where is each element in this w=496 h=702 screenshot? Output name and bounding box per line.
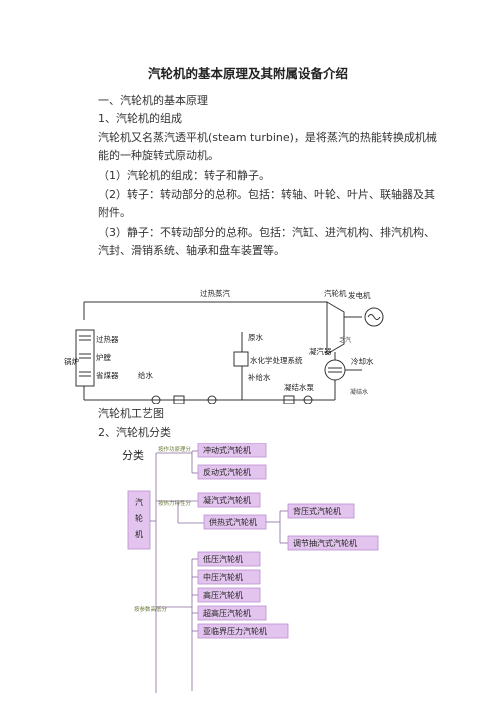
node-low-pressure-label: 低压汽轮机 (203, 554, 243, 564)
node-back-pressure (287, 503, 355, 519)
label-economizer: 省煤器 (96, 370, 119, 380)
deaerator-pump-icon (207, 395, 217, 404)
group3-caption: 按参数高低分 (134, 605, 168, 613)
node-extraction-label: 调节抽汽式汽轮机 (293, 538, 357, 548)
node-back-pressure-label: 背压式汽轮机 (293, 506, 341, 516)
classification-title: 分类 (122, 448, 144, 462)
node-reaction (197, 464, 267, 480)
label-exhaust: 乏汽 (339, 336, 351, 344)
paragraph-definition: 汽轮机又名蒸汽透平机(steam turbine)，是将蒸汽的热能转换成机械能的… (98, 131, 437, 162)
boiler-coils-icon (79, 335, 91, 377)
turbine-shape (326, 301, 345, 355)
root-box (127, 490, 151, 550)
label-condenser: 凝汽器 (309, 346, 332, 356)
label-feed-water: 给水 (138, 370, 153, 380)
node-reaction-label: 反动式汽轮机 (203, 467, 251, 477)
node-low-pressure (197, 551, 261, 567)
node-high-pressure-label: 高压汽轮机 (203, 590, 243, 600)
water-treatment-box (233, 351, 249, 367)
node-subcritical (197, 623, 289, 639)
label-boiler: 锅炉 (64, 356, 79, 366)
figure-caption-process: 汽轮机工艺图 (98, 407, 164, 420)
node-subcritical-label: 亚临界压力汽轮机 (203, 626, 267, 636)
section-heading-1: 一、汽轮机的基本原理 (98, 94, 208, 107)
root-label-3: 机 (135, 529, 143, 539)
label-superheated-steam: 过热蒸汽 (200, 288, 230, 298)
node-medium-pressure (197, 569, 261, 585)
label-cooling-water: 冷却水 (351, 356, 374, 366)
boiler-shape (75, 329, 95, 387)
group1-caption: 按作功原理分 (158, 445, 192, 453)
label-condensate: 凝结水 (350, 388, 368, 396)
root-label-1: 汽 (135, 497, 143, 507)
condenser-coil-icon (328, 367, 342, 373)
label-turbine: 汽轮机 (324, 288, 347, 298)
label-furnace: 炉膛 (96, 352, 111, 362)
node-ultra-high-pressure (197, 605, 267, 621)
condenser-shape (324, 359, 346, 381)
list-item-composition: （1）汽轮机的组成：转子和静子。 (98, 169, 270, 182)
generator-sine-icon (367, 314, 381, 320)
root-label-2: 轮 (135, 513, 143, 523)
feed-pump-icon (151, 395, 161, 404)
condensate-pump-icon (303, 395, 313, 404)
classification-diagram: 分类 汽 轮 机 按作功原理分 冲动式汽轮机 反动式汽轮机 按热力特性分 凝汽式… (122, 443, 379, 693)
generator-shape (364, 307, 384, 327)
node-heating-label: 供热式汽轮机 (209, 517, 257, 527)
heater-1-icon (173, 395, 185, 404)
subheading-composition: 1、汽轮机的组成 (98, 112, 182, 125)
heater-2-icon (283, 395, 295, 404)
label-makeup-water: 补给水 (248, 372, 271, 382)
node-medium-pressure-label: 中压汽轮机 (203, 572, 243, 582)
node-high-pressure (197, 587, 261, 603)
process-diagram: 过热蒸汽 汽轮机 发电机 乏汽 凝汽器 冷却水 凝结水 锅炉 过热器 炉膛 省煤… (64, 288, 384, 404)
node-impulse (197, 443, 267, 458)
label-condensate-pump: 凝结水泵 (284, 382, 314, 392)
label-superheater: 过热器 (96, 334, 119, 344)
subheading-classification: 2、汽轮机分类 (98, 426, 171, 439)
label-raw-water: 原水 (248, 332, 263, 342)
node-ultra-high-pressure-label: 超高压汽轮机 (203, 608, 251, 618)
label-water-treatment: 水化学处理系统 (250, 355, 303, 365)
document-title: 汽轮机的基本原理及其附属设备介绍 (147, 66, 348, 81)
group2-caption: 按热力特性分 (158, 499, 192, 507)
node-condensing-label: 凝汽式汽轮机 (203, 495, 251, 505)
node-condensing (197, 492, 261, 508)
list-item-stator: （3）静子：不转动部分的总称。包括：汽缸、进汽机构、排汽机构、汽封、滑销系统、轴… (98, 226, 435, 257)
node-extraction (287, 535, 379, 551)
node-impulse-label: 冲动式汽轮机 (203, 445, 251, 455)
label-generator: 发电机 (348, 290, 371, 300)
list-item-rotor: （2）转子：转动部分的总称。包括：转轴、叶轮、叶片、联轴器及其附件。 (98, 188, 435, 219)
